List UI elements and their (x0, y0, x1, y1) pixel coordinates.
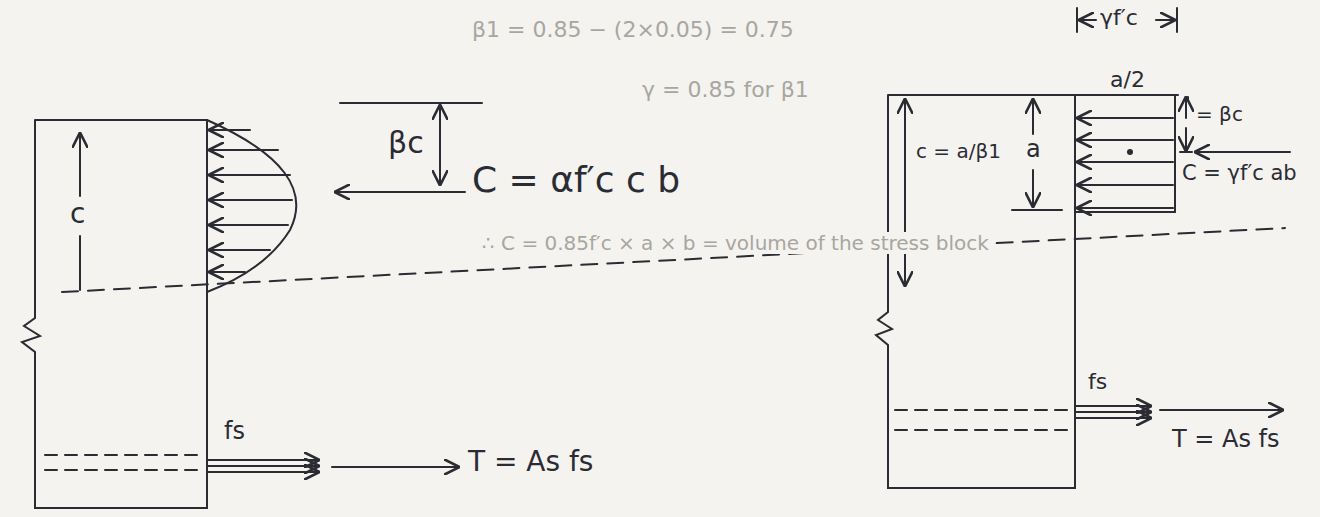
dimension-label: a/2 (1108, 68, 1147, 92)
force-label: C = αf′c c b (470, 160, 682, 200)
faint-note: γ = 0.85 for β1 (640, 78, 811, 102)
stress-label: γf′c (1098, 6, 1140, 30)
stress-label: fs (222, 418, 247, 444)
dimension-label: a (1024, 136, 1043, 162)
faint-note: β1 = 0.85 − (2×0.05) = 0.75 (470, 18, 796, 42)
force-label: T = As fs (1170, 426, 1282, 452)
dimension-label: c = a/β1 (914, 140, 1003, 162)
dimension-label: = βc (1194, 103, 1245, 125)
force-label: C = γf′c ab (1180, 162, 1299, 185)
dimension-label: βc (386, 126, 426, 159)
stress-label: fs (1086, 370, 1109, 394)
centroid-dot (1127, 149, 1133, 155)
force-label: T = As fs (466, 447, 595, 478)
dimension-label: c (68, 199, 87, 230)
faint-note: ∴ C = 0.85f′c × a × b = volume of the st… (480, 232, 991, 254)
